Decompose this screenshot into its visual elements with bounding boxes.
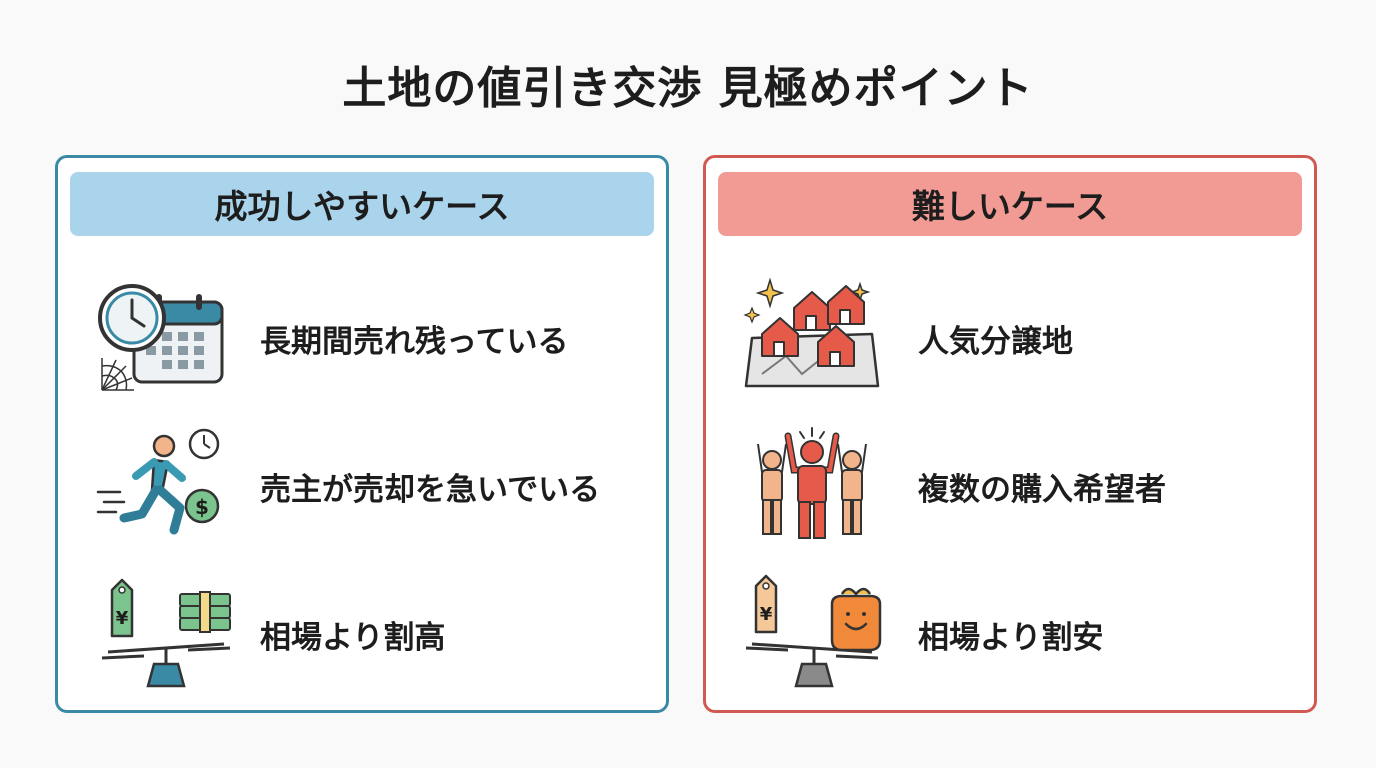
success-item-unsold: 長期間売れ残っている <box>94 278 654 398</box>
difficult-cases-header: 難しいケース <box>718 172 1302 236</box>
success-cases-panel: 成功しやすいケース <box>55 155 669 713</box>
success-item-overpriced: ¥ 相場より割高 <box>94 574 654 694</box>
difficult-item-label: 複数の購入希望者 <box>918 471 1166 508</box>
yen-tag-scale-purse-icon: ¥ <box>742 574 882 694</box>
svg-text:$: $ <box>195 495 209 519</box>
clock-calendar-cobweb-icon <box>94 278 234 398</box>
crowd-people-icon <box>742 426 882 546</box>
success-item-label: 長期間売れ残っている <box>260 323 569 360</box>
svg-text:¥: ¥ <box>760 604 773 625</box>
difficult-item-underpriced: ¥ 相場より割安 <box>742 574 1302 694</box>
difficult-item-label: 相場より割安 <box>918 619 1104 656</box>
success-item-label: 相場より割高 <box>260 619 446 656</box>
difficult-item-popular: 人気分譲地 <box>742 278 1302 398</box>
difficult-cases-panel: 難しいケース <box>703 155 1317 713</box>
houses-map-sparkle-icon <box>742 278 882 398</box>
success-cases-header: 成功しやすいケース <box>70 172 654 236</box>
success-item-hurry: $ 売主が売却を急いでいる <box>94 426 654 546</box>
success-item-label: 売主が売却を急いでいる <box>260 471 601 508</box>
difficult-item-label: 人気分譲地 <box>918 323 1073 360</box>
yen-tag-scale-money-icon: ¥ <box>94 574 234 694</box>
running-person-clock-dollar-icon: $ <box>94 426 234 546</box>
difficult-item-buyers: 複数の購入希望者 <box>742 426 1302 546</box>
page-title: 土地の値引き交渉 見極めポイント <box>342 63 1034 114</box>
svg-text:¥: ¥ <box>116 608 129 629</box>
